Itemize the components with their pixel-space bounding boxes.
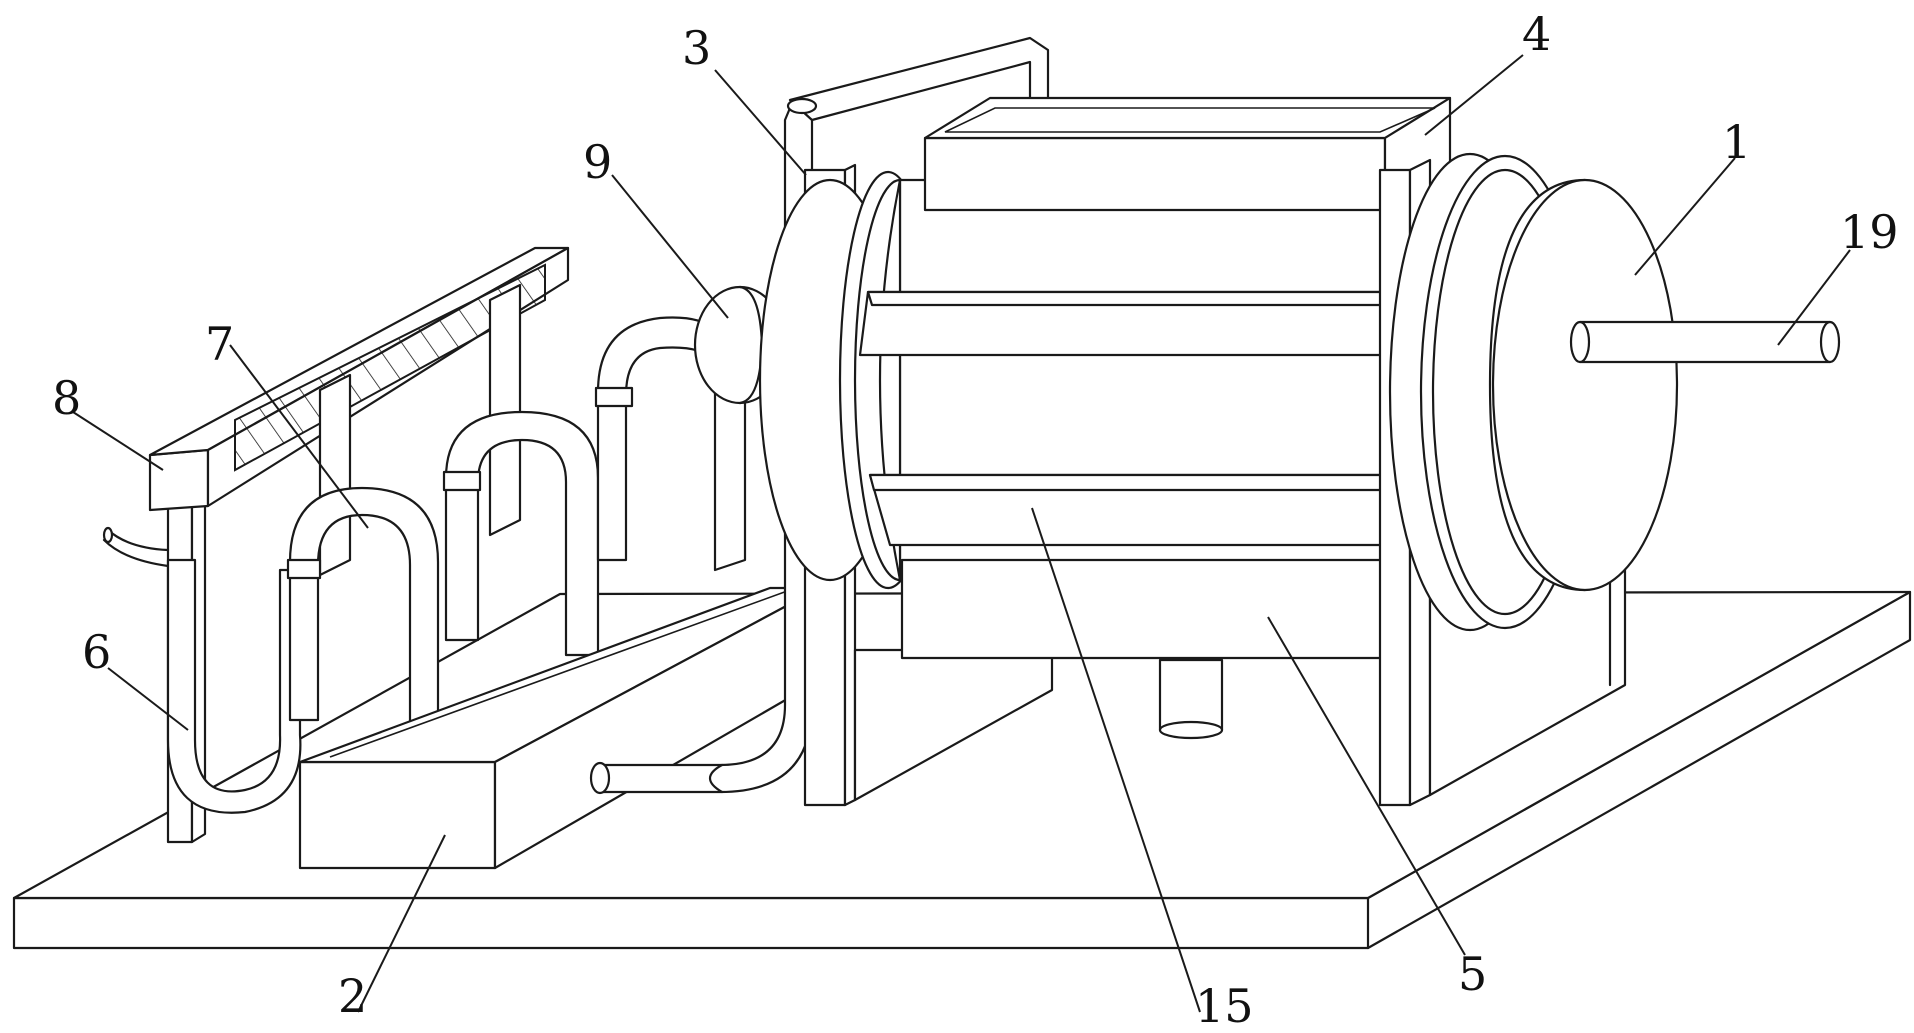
label-5: 5: [1458, 947, 1487, 1001]
label-2: 2: [338, 969, 367, 1023]
leader-lines: [72, 54, 1851, 1013]
label-1: 1: [1722, 115, 1751, 169]
drive-shaft: [1569, 320, 1841, 364]
collection-tank: [298, 586, 822, 870]
label-3: 3: [682, 21, 711, 75]
motor: [1488, 178, 1679, 592]
label-19: 19: [1840, 205, 1899, 259]
label-7: 7: [205, 317, 234, 371]
reference-labels: 1 2 3 4 5 6 7 8 9 15 19: [52, 7, 1899, 1033]
label-15: 15: [1195, 979, 1254, 1033]
label-9: 9: [583, 135, 612, 189]
label-4: 4: [1522, 7, 1551, 61]
label-6: 6: [82, 625, 111, 679]
hopper: [923, 96, 1452, 212]
bottom-trough: [900, 558, 1392, 740]
side-inlet-pipe: [102, 526, 170, 568]
drum: [758, 170, 1442, 590]
label-8: 8: [52, 371, 81, 425]
